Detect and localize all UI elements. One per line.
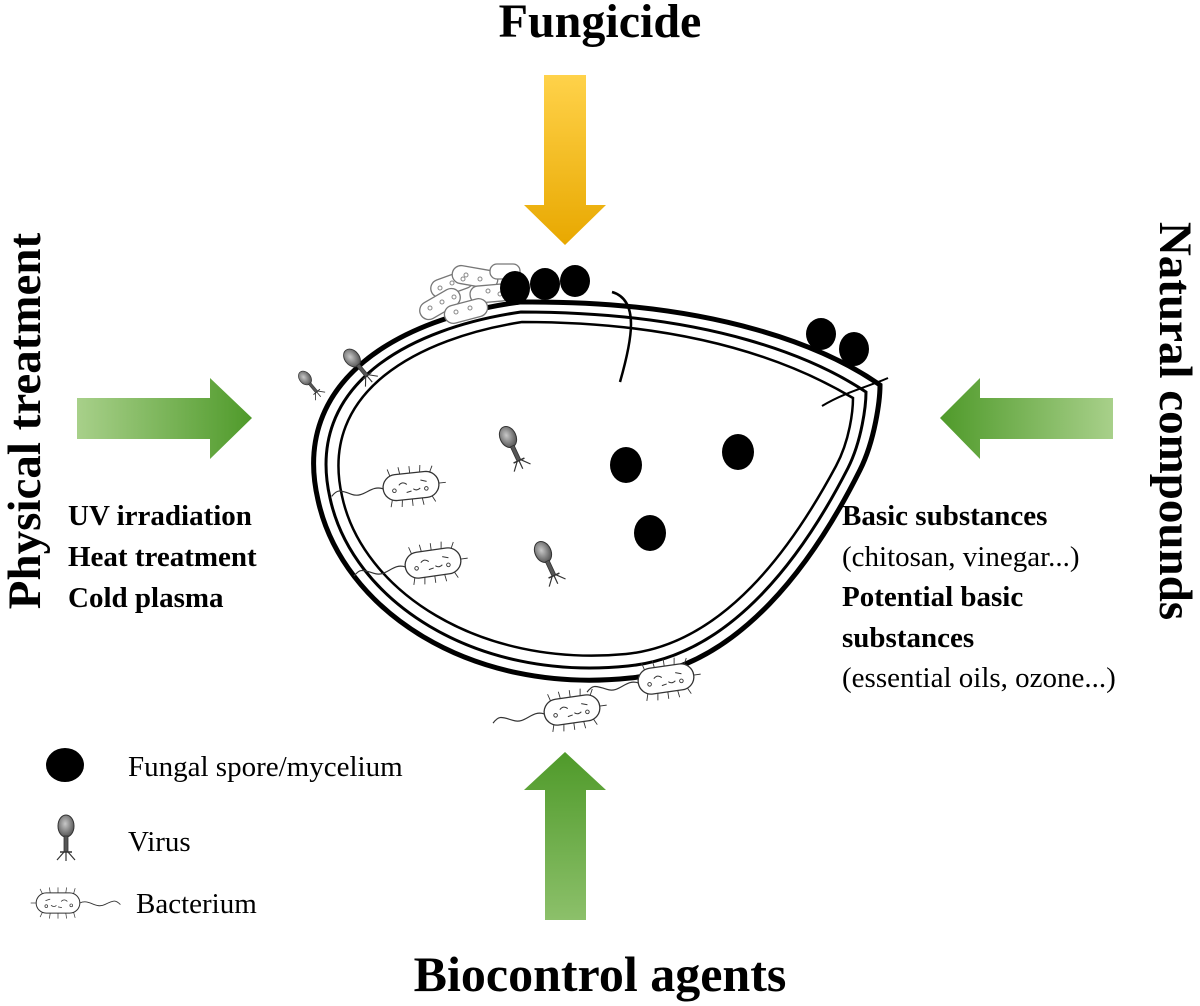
physical-treatment-arrow xyxy=(77,378,252,459)
potential-basic-heading-line1: Potential basic xyxy=(842,581,1024,613)
biocontrol-agents-title: Biocontrol agents xyxy=(413,946,787,1002)
natural-compounds-arrow xyxy=(940,378,1113,459)
physical-treatment-title: Physical treatment xyxy=(0,232,51,610)
fungal-spores xyxy=(500,265,869,551)
seed-outline xyxy=(311,299,883,683)
potential-basic-examples: (essential oils, ozone...) xyxy=(842,662,1116,694)
heat-treatment-label: Heat treatment xyxy=(68,541,257,573)
potential-basic-heading-line2: substances xyxy=(842,621,975,654)
legend-fungal-label: Fungal spore/mycelium xyxy=(128,751,403,783)
seed-suture-top xyxy=(611,290,633,383)
physical-treatment-list: UV irradiation Heat treatment Cold plasm… xyxy=(68,496,257,619)
legend-bacterium-label: Bacterium xyxy=(136,888,257,920)
basic-substances-heading: Basic substances xyxy=(842,500,1048,532)
legend-bacterium-symbol xyxy=(30,886,121,920)
cold-plasma-label: Cold plasma xyxy=(68,582,224,614)
seed-suture-right xyxy=(821,377,889,407)
legend-virus-label: Virus xyxy=(128,826,191,858)
uv-irradiation-label: UV irradiation xyxy=(68,500,252,532)
natural-compounds-title: Natural compounds xyxy=(1149,221,1200,621)
legend-fungal-spore-symbol xyxy=(46,748,84,782)
basic-substances-examples: (chitosan, vinegar...) xyxy=(842,540,1080,573)
legend-virus-symbol xyxy=(56,814,76,862)
natural-compounds-list: Basic substances (chitosan, vinegar...) … xyxy=(842,496,1116,699)
biocontrol-agents-arrow xyxy=(524,752,606,920)
fungicide-arrow xyxy=(524,75,606,245)
fungicide-title: Fungicide xyxy=(498,0,702,48)
bacteria xyxy=(328,461,705,742)
